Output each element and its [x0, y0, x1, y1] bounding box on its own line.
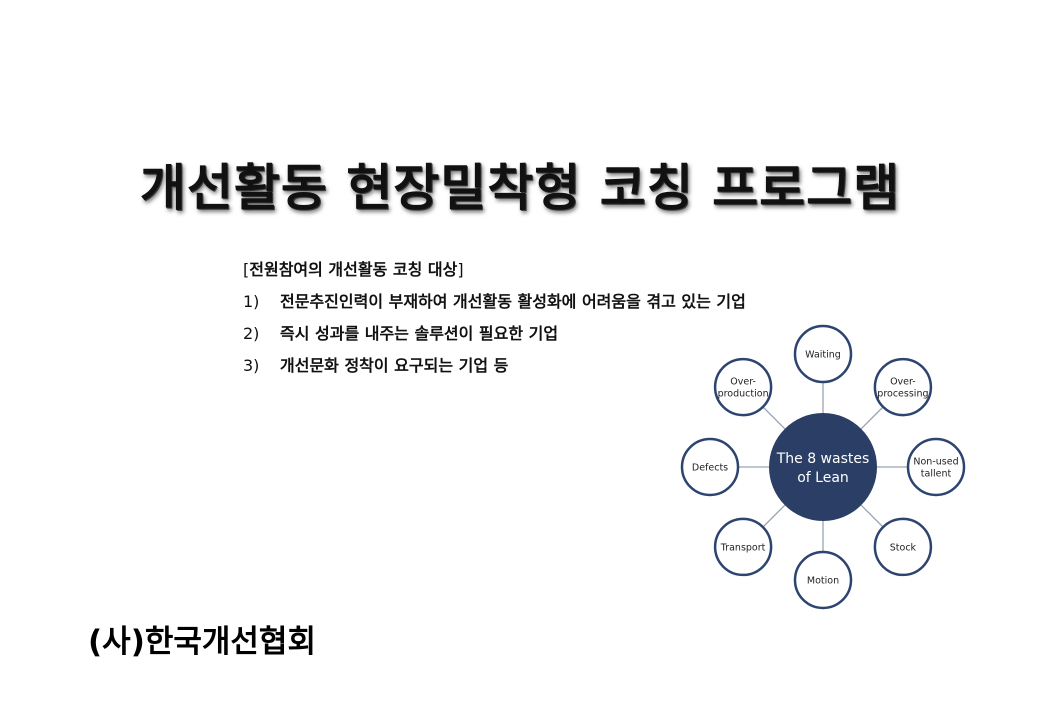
node-label-over-production: production — [718, 389, 769, 400]
node-over-production — [713, 357, 773, 417]
node-motion — [793, 550, 853, 610]
node-stock — [873, 517, 933, 577]
node-label-non-used-tallent: Non-used — [913, 457, 958, 468]
hub-label: The 8 wastes — [776, 451, 870, 467]
node-label-waiting: Waiting — [805, 350, 841, 361]
node-label-non-used-tallent: tallent — [921, 469, 952, 480]
node-label-over-production: Over- — [730, 377, 756, 388]
coaching-targets: [전원참여의 개선활동 코칭 대상] 1) 전문추진인력이 부재하여 개선활동 … — [243, 258, 883, 386]
hub-circle — [769, 413, 877, 521]
node-over-processing — [873, 357, 933, 417]
spoke-over-processing — [860, 406, 884, 430]
list-item-number: 3) — [243, 356, 260, 375]
node-label-over-processing: processing — [877, 389, 928, 400]
lean-wastes-svg: The 8 wastes of Lean WaitingOver-processin… — [680, 324, 966, 610]
target-list: 1) 전문추진인력이 부재하여 개선활동 활성화에 어려움을 겪고 있는 기업 … — [243, 290, 883, 386]
node-transport — [713, 517, 773, 577]
list-item-number: 1) — [243, 292, 260, 311]
list-item-text: 개선문화 정착이 요구되는 기업 등 — [280, 356, 509, 375]
heading-bracket-close: ] — [457, 260, 464, 279]
spoke-stock — [860, 504, 884, 528]
heading-bracket-open: [ — [243, 260, 250, 279]
node-waiting — [793, 324, 853, 384]
list-item-text: 즉시 성과를 내주는 솔루션이 필요한 기업 — [280, 324, 559, 343]
list-item: 2) 즉시 성과를 내주는 솔루션이 필요한 기업 — [243, 322, 883, 354]
node-label-motion: Motion — [807, 576, 839, 587]
spoke-over-production — [762, 406, 786, 430]
targets-heading-text: 전원참여의 개선활동 코칭 대상 — [249, 260, 458, 279]
list-item: 3) 개선문화 정착이 요구되는 기업 등 — [243, 354, 883, 386]
node-label-stock: Stock — [890, 542, 917, 553]
targets-heading: [전원참여의 개선활동 코칭 대상] — [243, 258, 883, 282]
list-item: 1) 전문추진인력이 부재하여 개선활동 활성화에 어려움을 겪고 있는 기업 — [243, 290, 883, 322]
spoke-transport — [762, 504, 786, 528]
node-non-used-tallent — [906, 437, 966, 497]
list-item-text: 전문추진인력이 부재하여 개선활동 활성화에 어려움을 겪고 있는 기업 — [280, 292, 746, 311]
node-label-over-processing: Over- — [890, 377, 916, 388]
organization-name: (사)한국개선협회 — [88, 624, 316, 660]
node-defects — [680, 437, 740, 497]
page-title: 개선활동 현장밀착형 코칭 프로그램 — [139, 159, 901, 217]
list-item-number: 2) — [243, 324, 260, 343]
node-label-transport: Transport — [720, 542, 766, 553]
hub-label: of Lean — [797, 470, 849, 486]
node-label-defects: Defects — [692, 463, 728, 474]
